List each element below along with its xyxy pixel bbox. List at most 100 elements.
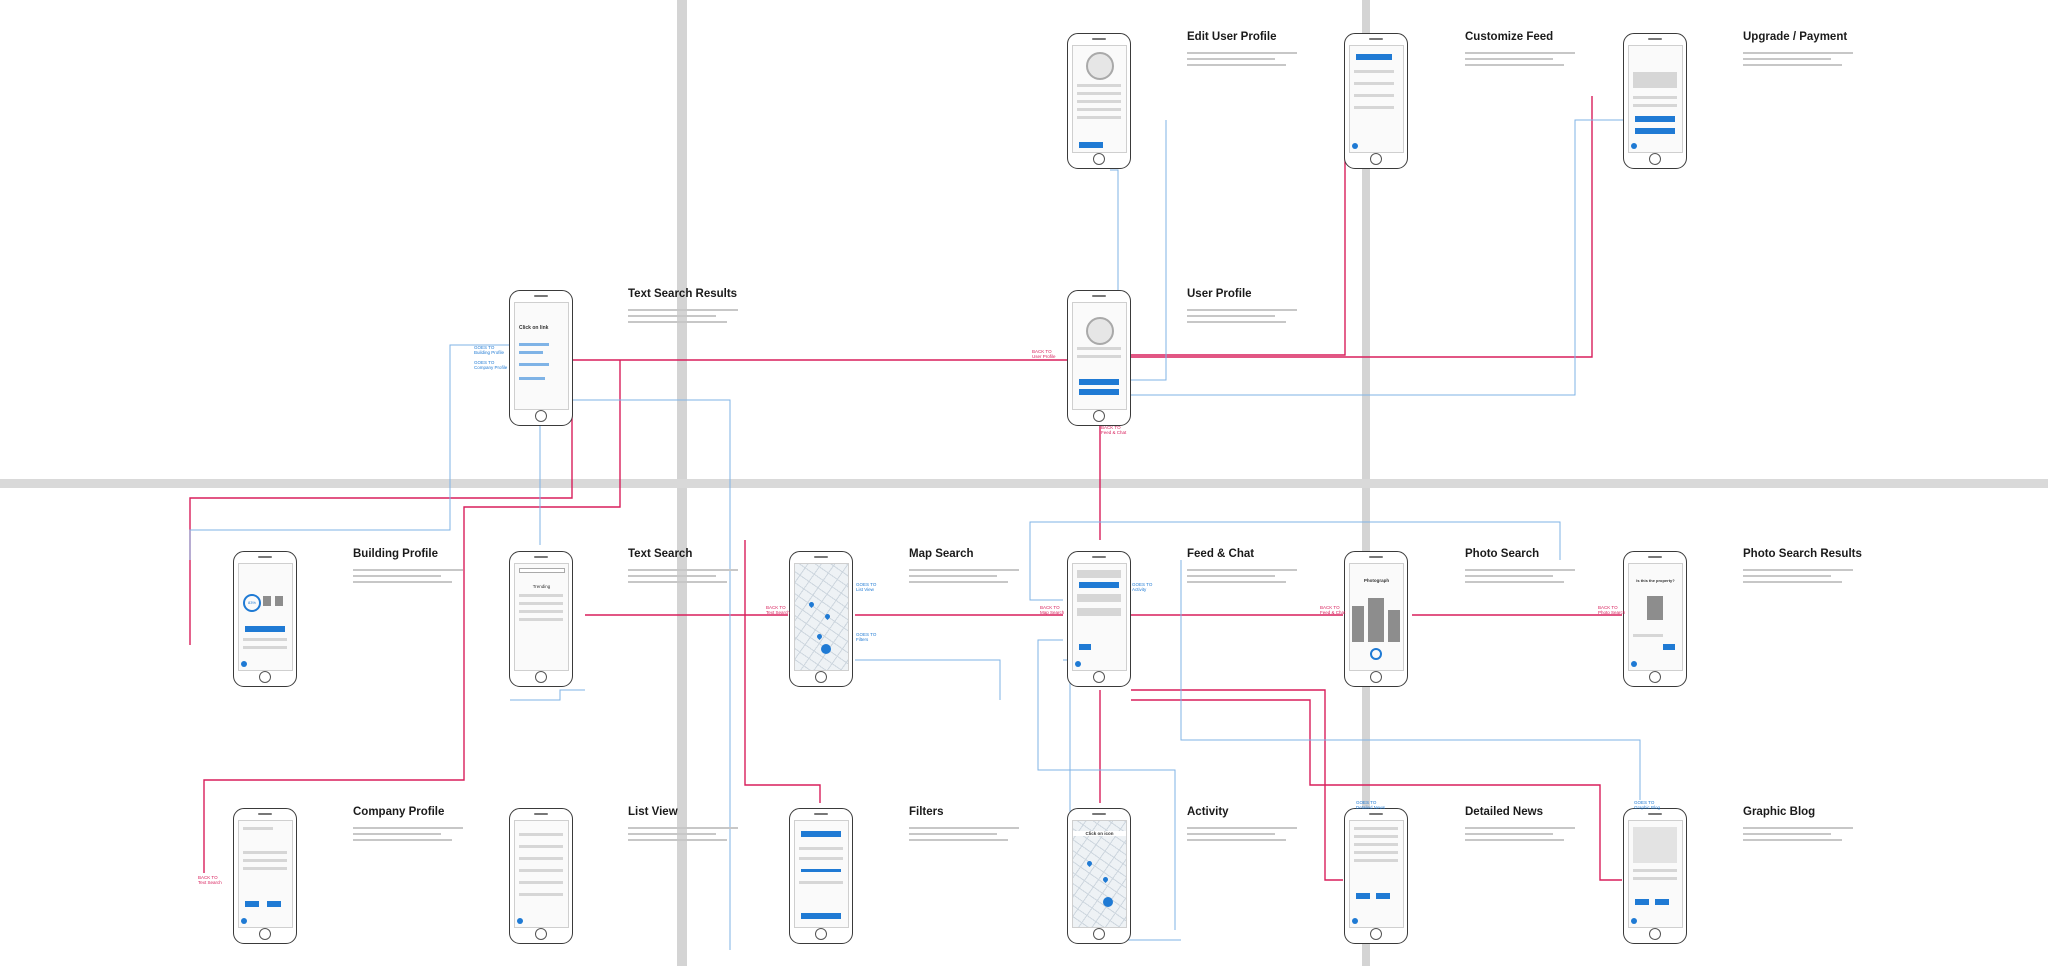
share-button[interactable] [1356, 893, 1370, 899]
map-view[interactable] [1073, 821, 1126, 927]
share-button[interactable] [1635, 899, 1649, 905]
filter-option[interactable] [799, 881, 843, 884]
chat-bubble-icon[interactable] [1352, 918, 1358, 924]
link-tag[interactable]: GOES TO Company Profile [474, 360, 508, 370]
chat-bubble-icon[interactable] [1352, 143, 1358, 149]
filter-chip[interactable] [1079, 644, 1091, 650]
home-button [535, 928, 547, 940]
edit-profile-button[interactable] [1079, 379, 1119, 385]
phone-upgrade-payment[interactable] [1623, 33, 1687, 169]
phone-user-profile[interactable] [1067, 290, 1131, 426]
result-link[interactable] [519, 351, 543, 354]
feed-card[interactable] [1077, 608, 1121, 616]
trending-row[interactable] [519, 602, 563, 605]
feed-card[interactable] [1077, 594, 1121, 602]
map-view[interactable] [795, 564, 848, 670]
save-button[interactable] [1079, 142, 1103, 148]
filter-option[interactable] [799, 847, 843, 850]
chat-bubble-icon[interactable] [241, 661, 247, 667]
chat-button[interactable] [1079, 582, 1119, 588]
search-input[interactable] [519, 568, 565, 573]
link-tag[interactable]: GOES TO Activity [1132, 582, 1153, 592]
link-tag[interactable]: GOES TO Detailed News [1356, 800, 1386, 810]
phone-edit-user-profile[interactable] [1067, 33, 1131, 169]
phone-list-view[interactable] [509, 808, 573, 944]
chat-bubble-icon[interactable] [241, 918, 247, 924]
filter-option[interactable] [799, 857, 843, 860]
horizontal-divider [0, 479, 2048, 488]
chat-bubble-icon[interactable] [1631, 661, 1637, 667]
phone-photo-search[interactable]: Photograph [1344, 551, 1408, 687]
apply-button[interactable] [801, 913, 841, 919]
list-row[interactable] [519, 869, 563, 872]
phone-graphic-blog[interactable] [1623, 808, 1687, 944]
link-tag[interactable]: BACK TO Text Search [198, 875, 222, 885]
yes-button[interactable] [1663, 644, 1675, 650]
home-button [1649, 671, 1661, 683]
trending-row[interactable] [519, 610, 563, 613]
chat-bubble-icon[interactable] [1631, 918, 1637, 924]
list-row[interactable] [519, 857, 563, 860]
upgrade-button[interactable] [1635, 128, 1675, 134]
list-row[interactable] [519, 893, 563, 896]
link-tag[interactable]: BACK TO Feed & Chat [1320, 605, 1346, 615]
list-row[interactable] [519, 833, 563, 836]
phone-activity[interactable]: Click on icon [1067, 808, 1131, 944]
phone-feed-chat[interactable] [1067, 551, 1131, 687]
feed-row [1354, 70, 1394, 73]
home-button [1093, 928, 1105, 940]
result-link[interactable] [519, 363, 549, 366]
phone-text-search[interactable]: Trending [509, 551, 573, 687]
speaker [814, 813, 828, 815]
result-link[interactable] [519, 377, 545, 380]
screen-title: Detailed News [1465, 806, 1543, 818]
link-tag[interactable]: BACK TO User Profile [1032, 349, 1056, 359]
location-marker-icon[interactable] [821, 644, 831, 654]
contact-button[interactable] [267, 901, 281, 907]
phone-detailed-news[interactable] [1344, 808, 1408, 944]
screen [794, 820, 849, 928]
phone-photo-search-results[interactable]: Is this the property? [1623, 551, 1687, 687]
location-marker-icon[interactable] [1103, 897, 1113, 907]
link-tag[interactable]: GOES TO Graphic Blog [1634, 800, 1661, 810]
link-line-pink [203, 360, 621, 873]
list-row[interactable] [519, 881, 563, 884]
feed-card[interactable] [1077, 570, 1121, 578]
link-tag[interactable]: GOES TO Building Profile [474, 345, 505, 355]
chat-bubble-icon[interactable] [1075, 661, 1081, 667]
action-button[interactable] [245, 626, 285, 632]
upgrade-button[interactable] [1635, 116, 1675, 122]
phone-company-profile[interactable] [233, 808, 297, 944]
phone-map-search[interactable] [789, 551, 853, 687]
trending-row[interactable] [519, 594, 563, 597]
avatar [1086, 317, 1114, 345]
link-tag[interactable]: BACK TO Map Search [1040, 605, 1065, 615]
link-tag[interactable]: BACK TO Photo Search [1598, 605, 1626, 615]
link-tag[interactable]: BACK TO Text Search [766, 605, 790, 615]
result-link[interactable] [519, 343, 549, 346]
follow-button[interactable] [245, 901, 259, 907]
upgrade-button[interactable] [1079, 389, 1119, 395]
phone-filters[interactable] [789, 808, 853, 944]
filter-tabs[interactable] [801, 831, 841, 837]
building-thumb [275, 596, 283, 606]
link-tag[interactable]: GOES TO List View [856, 582, 877, 592]
link-tag[interactable]: GOES TO Filters [856, 632, 877, 642]
range-slider[interactable] [801, 869, 841, 872]
screen: Is this the property? [1628, 563, 1683, 671]
speaker [1648, 813, 1662, 815]
screen: 83% [238, 563, 293, 671]
bookmark-button[interactable] [1655, 899, 1669, 905]
phone-customize-feed[interactable] [1344, 33, 1408, 169]
chat-bubble-icon[interactable] [517, 918, 523, 924]
phone-building-profile[interactable]: 83% [233, 551, 297, 687]
link-tag[interactable]: BACK TO Feed & Chat [1101, 425, 1127, 435]
chat-bubble-icon[interactable] [1631, 143, 1637, 149]
shutter-button[interactable] [1370, 648, 1382, 660]
home-button [1649, 928, 1661, 940]
list-row[interactable] [519, 845, 563, 848]
bookmark-button[interactable] [1376, 893, 1390, 899]
phone-text-search-results[interactable]: Click on link [509, 290, 573, 426]
speaker [258, 813, 272, 815]
trending-row[interactable] [519, 618, 563, 621]
